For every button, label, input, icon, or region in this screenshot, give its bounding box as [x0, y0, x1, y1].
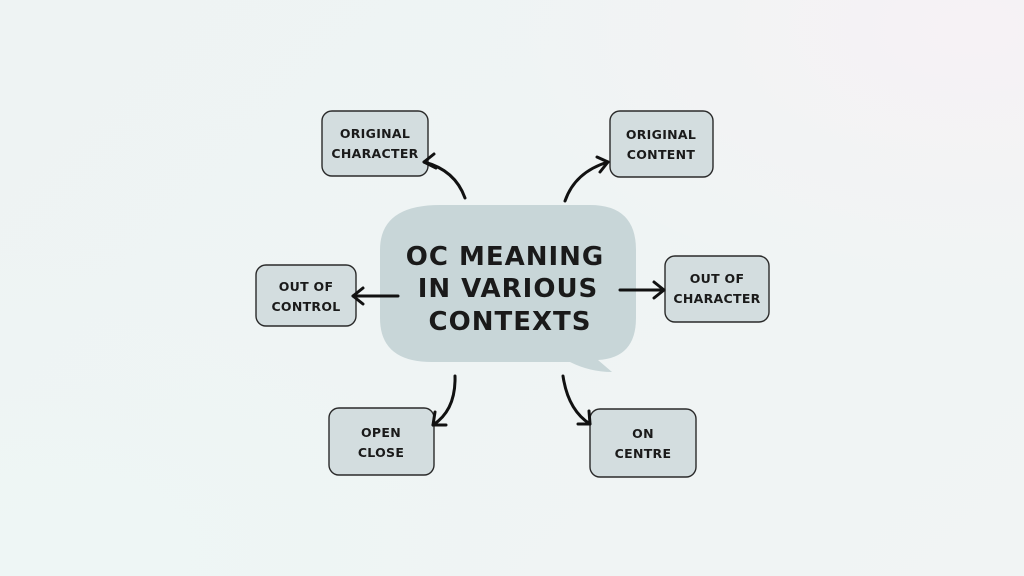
central-title-line-3: CONTEXTS: [429, 307, 592, 337]
node-label-line-1: OUT OF: [690, 271, 745, 286]
arrow-to-out-of-character-icon: [618, 280, 666, 300]
node-label-line-2: CONTENT: [627, 147, 696, 162]
arrow-to-on-centre-icon: [561, 374, 592, 426]
node-out-of-control: OUT OF CONTROL: [255, 264, 357, 327]
node-label-line-1: ORIGINAL: [340, 126, 410, 141]
arrow-to-original-content-icon: [563, 155, 610, 203]
node-label-line-2: CONTROL: [271, 299, 340, 314]
node-label-line-2: CLOSE: [358, 445, 404, 460]
node-label-line-1: OUT OF: [279, 279, 334, 294]
node-label-line-1: ON: [632, 426, 654, 441]
node-original-content: ORIGINAL CONTENT: [609, 110, 714, 178]
central-title-line-1: OC MEANING: [406, 242, 605, 272]
node-on-centre: ON CENTRE: [589, 408, 697, 478]
node-label-line-1: OPEN: [361, 425, 401, 440]
arrow-to-out-of-control-icon: [351, 286, 400, 306]
node-label-line-1: ORIGINAL: [626, 127, 696, 142]
node-box: [609, 110, 714, 178]
node-box: [255, 264, 357, 327]
node-box: [664, 255, 770, 323]
node-label-line-2: CHARACTER: [331, 146, 418, 161]
node-label-line-2: CENTRE: [615, 446, 672, 461]
arrow-to-open-close-icon: [431, 374, 457, 427]
arrow-to-original-character-icon: [422, 152, 467, 200]
speech-bubble-shape: [380, 205, 636, 372]
node-open-close: OPEN CLOSE: [328, 407, 435, 476]
node-box: [328, 407, 435, 476]
node-box: [321, 110, 429, 177]
node-box: [589, 408, 697, 478]
node-label-line-2: CHARACTER: [673, 291, 760, 306]
central-title-line-2: IN VARIOUS: [418, 274, 599, 304]
central-bubble: OC MEANING IN VARIOUS CONTEXTS: [380, 205, 636, 372]
node-out-of-character: OUT OF CHARACTER: [664, 255, 770, 323]
node-original-character: ORIGINAL CHARACTER: [321, 110, 429, 177]
